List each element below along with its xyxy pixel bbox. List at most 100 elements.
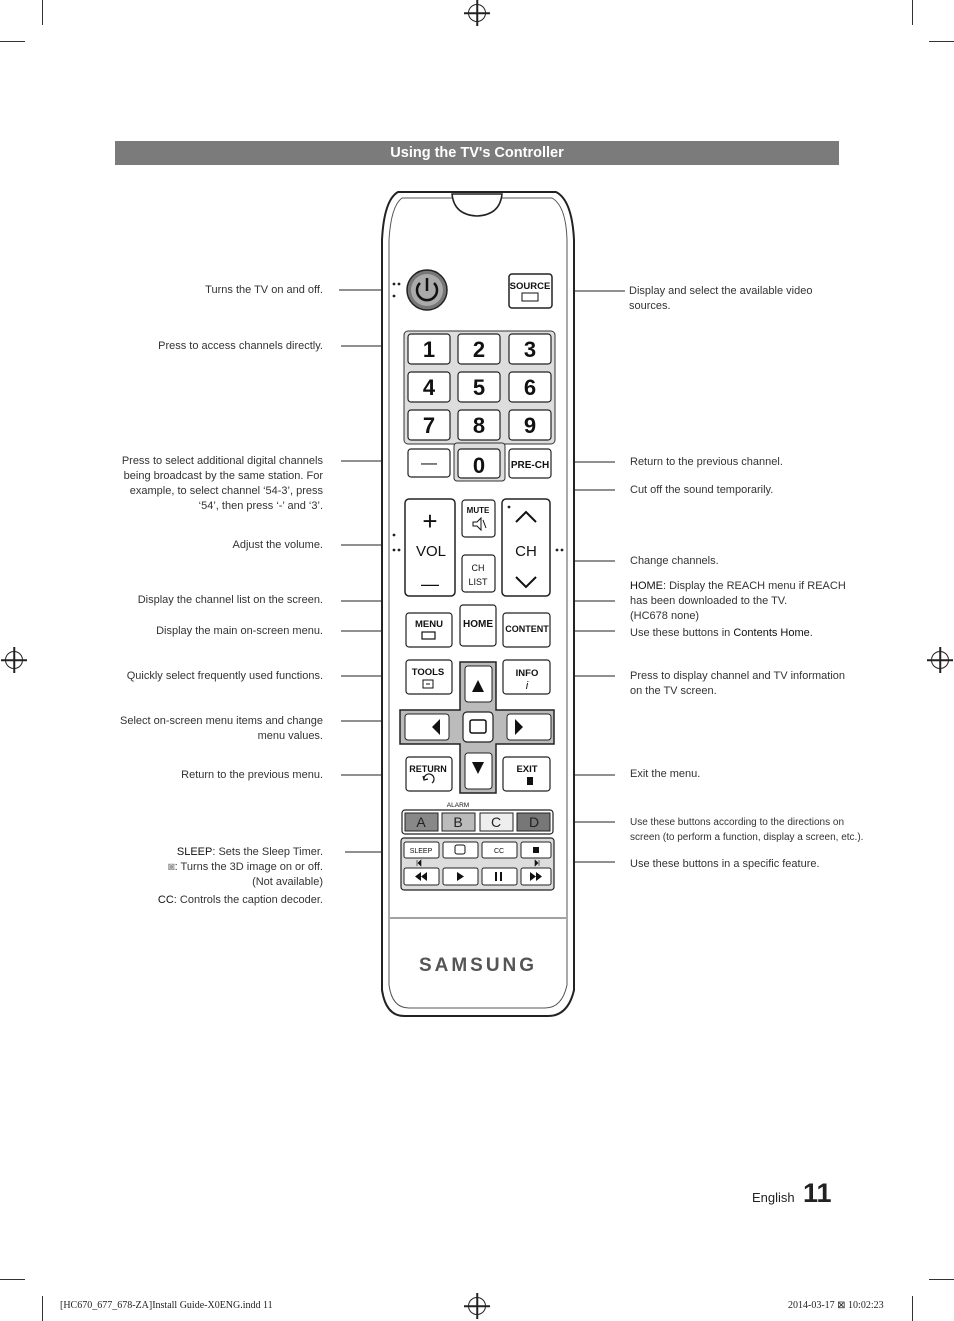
digit-1-label: 1 — [423, 337, 435, 362]
home-description-line: has been downloaded to the TV. — [630, 595, 788, 607]
playback-description: Use these buttons in a specific feature. — [630, 858, 820, 870]
digit-5-label: 5 — [473, 375, 485, 400]
volume-rocker — [404, 498, 456, 597]
prech-description: Return to the previous channel. — [630, 456, 783, 468]
enter-button — [462, 711, 494, 743]
dash-description-line: ‘54’, then press ‘-’ and ‘3’. — [198, 500, 323, 512]
digit-4-button — [407, 371, 451, 403]
tools-button — [405, 659, 453, 695]
return-icon — [422, 773, 435, 784]
prev-track-icon — [416, 859, 422, 867]
slug-file-info: [HC670_677_678-ZA]Install Guide-X0ENG.in… — [60, 1300, 273, 1311]
dot-marker — [397, 548, 401, 552]
crop-mark — [912, 0, 913, 25]
chlist-button — [461, 554, 496, 593]
tools-icon — [422, 679, 434, 689]
source-description-line: sources. — [629, 300, 671, 312]
content-button — [502, 612, 551, 648]
info-description-line: Press to display channel and TV informat… — [630, 670, 846, 682]
dash-description-line: Press to select additional digital chann… — [121, 455, 323, 467]
crop-mark — [42, 0, 43, 25]
dash-description-line: being broadcast by the same station. For — [123, 470, 323, 482]
volume-description: Adjust the volume. — [232, 539, 324, 551]
home-line: HOME: Display the REACH menu if REACH — [630, 579, 846, 594]
select-description: Select on-screen menu items and change m… — [120, 714, 323, 744]
exit-button — [502, 756, 551, 792]
color-key-d-button — [516, 812, 551, 832]
cc-line: CC: Controls the caption decoder. — [158, 893, 323, 908]
play-icon — [457, 872, 464, 881]
source-button — [508, 273, 553, 309]
numbers-description: Press to access channels directly. — [158, 340, 323, 352]
color-key-c-button — [479, 812, 514, 832]
power-description: Turns the TV on and off. — [205, 284, 323, 296]
return-label: RETURN — [409, 764, 447, 774]
menu-icon — [421, 631, 436, 640]
menu-button — [405, 612, 453, 648]
exit-label: EXIT — [516, 764, 537, 775]
cc-button — [481, 841, 518, 859]
volume-label: VOL — [416, 543, 446, 560]
content-text: Use these buttons in — [630, 627, 734, 639]
chlist-label-1: CH — [472, 563, 485, 573]
digit-9-button — [508, 409, 552, 441]
menu-label: MENU — [415, 619, 443, 630]
color-description: Use these buttons according to the direc… — [630, 815, 863, 845]
sleep-button — [403, 841, 440, 859]
color-description-line: Use these buttons according to the direc… — [630, 817, 845, 828]
registration-mark-icon — [931, 651, 949, 669]
cc-text: : Controls the caption decoder. — [173, 894, 323, 906]
crop-mark — [929, 41, 954, 42]
enter-icon — [469, 719, 487, 734]
home-key: HOME — [630, 580, 663, 592]
color-description-line: screen (to perform a function, display a… — [630, 832, 864, 843]
digit-8-button — [457, 409, 501, 441]
arrow-up-icon — [472, 680, 484, 692]
sleep-label: SLEEP — [410, 848, 433, 855]
digit-0-button — [457, 448, 501, 479]
channel-rocker — [501, 498, 551, 597]
number-keys: 1 2 3 4 5 6 7 8 9 — [407, 333, 552, 441]
sleep-description: SLEEP: Sets the Sleep Timer. ◙: Turns th… — [158, 845, 323, 908]
digit-4-label: 4 — [423, 375, 436, 400]
mute-button — [461, 499, 496, 538]
three-d-line: ◙: Turns the 3D image on or off. — [158, 860, 323, 875]
color-key-d-label: D — [529, 814, 539, 830]
digit-5-button — [457, 371, 501, 403]
home-label: HOME — [463, 619, 493, 630]
chlist-description: Display the channel list on the screen. — [137, 594, 323, 606]
remote-body — [381, 191, 575, 1017]
color-key-b-label: B — [453, 814, 462, 830]
channel-down-icon — [515, 576, 537, 589]
brand-logo: SAMSUNG — [419, 955, 537, 976]
arrow-down-icon — [472, 762, 484, 774]
dot-marker — [392, 533, 396, 537]
content-description: Use these buttons in Contents Home. — [630, 626, 813, 641]
ir-window — [451, 193, 503, 217]
sleep-text: : Sets the Sleep Timer. — [212, 846, 323, 858]
pause-icon — [495, 872, 502, 881]
digit-8-label: 8 — [473, 413, 485, 438]
volume-plus-label: + — [422, 506, 437, 536]
info-description: Press to display channel and TV informat… — [630, 669, 845, 699]
crop-mark — [42, 1296, 43, 1321]
digit-3-button — [508, 333, 552, 365]
source-icon — [521, 292, 539, 302]
slug-timestamp: 2014-03-17 ⊠ 10:02:23 — [788, 1300, 884, 1311]
digit-7-button — [407, 409, 451, 441]
footer-language: English — [752, 1190, 795, 1205]
alarm-label: ALARM — [447, 802, 469, 809]
three-d-text: : Turns the 3D image on or off. — [174, 861, 323, 873]
registration-mark-icon — [468, 4, 486, 22]
home-button — [459, 604, 497, 647]
content-label: CONTENT — [505, 624, 549, 634]
crop-mark — [0, 1279, 25, 1280]
dash-button — [407, 448, 451, 478]
source-label: SOURCE — [510, 281, 551, 292]
pause-button — [481, 867, 518, 886]
crop-mark — [0, 41, 25, 42]
dot-marker — [555, 548, 559, 552]
remote-body-inner — [388, 197, 568, 1009]
sleep-line: SLEEP: Sets the Sleep Timer. — [158, 845, 323, 860]
